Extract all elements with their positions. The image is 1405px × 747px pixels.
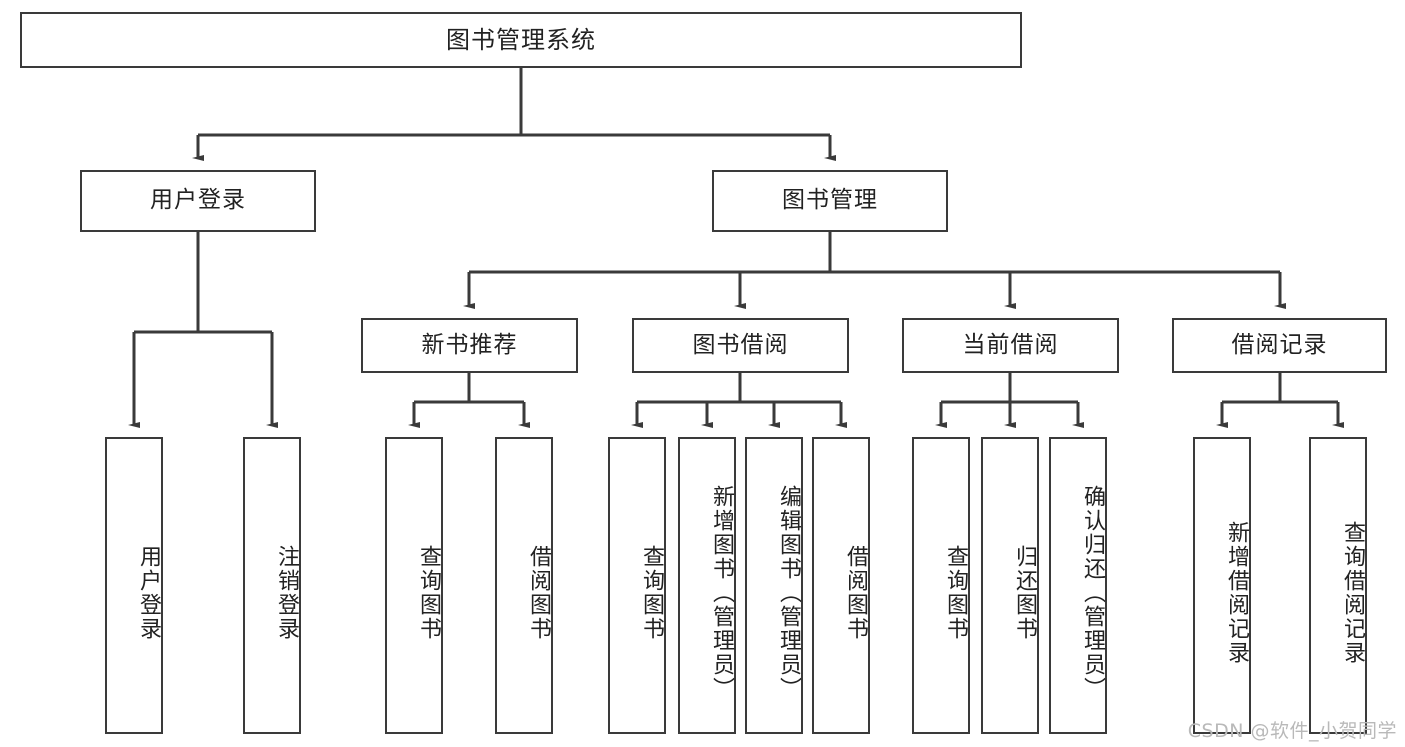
leaf-book-borrow-edit-book-admin[interactable]: 编辑图书（管理员） bbox=[745, 437, 803, 734]
node-current-borrow[interactable]: 当前借阅 bbox=[902, 318, 1119, 373]
leaf-user-login-login[interactable]: 用户登录 bbox=[105, 437, 163, 734]
node-book-management[interactable]: 图书管理 bbox=[712, 170, 948, 232]
leaf-book-borrow-query-book[interactable]: 查询图书 bbox=[608, 437, 666, 734]
leaf-user-login-logout[interactable]: 注销登录 bbox=[243, 437, 301, 734]
leaf-book-borrow-borrow-book[interactable]: 借阅图书 bbox=[812, 437, 870, 734]
node-user-login[interactable]: 用户登录 bbox=[80, 170, 316, 232]
leaf-current-borrow-confirm-return-admin[interactable]: 确认归还（管理员） bbox=[1049, 437, 1107, 734]
node-borrow-record[interactable]: 借阅记录 bbox=[1172, 318, 1387, 373]
node-book-borrow[interactable]: 图书借阅 bbox=[632, 318, 849, 373]
csdn-watermark: CSDN @软件_小贺同学 bbox=[1187, 720, 1397, 742]
leaf-new-book-query-book[interactable]: 查询图书 bbox=[385, 437, 443, 734]
leaf-current-borrow-query-book[interactable]: 查询图书 bbox=[912, 437, 970, 734]
leaf-borrow-record-query-record[interactable]: 查询借阅记录 bbox=[1309, 437, 1367, 734]
node-new-book-recommend[interactable]: 新书推荐 bbox=[361, 318, 578, 373]
leaf-current-borrow-return-book[interactable]: 归还图书 bbox=[981, 437, 1039, 734]
leaf-new-book-borrow-book[interactable]: 借阅图书 bbox=[495, 437, 553, 734]
leaf-borrow-record-add-record[interactable]: 新增借阅记录 bbox=[1193, 437, 1251, 734]
node-root-system[interactable]: 图书管理系统 bbox=[20, 12, 1022, 68]
leaf-book-borrow-add-book-admin[interactable]: 新增图书（管理员） bbox=[678, 437, 736, 734]
